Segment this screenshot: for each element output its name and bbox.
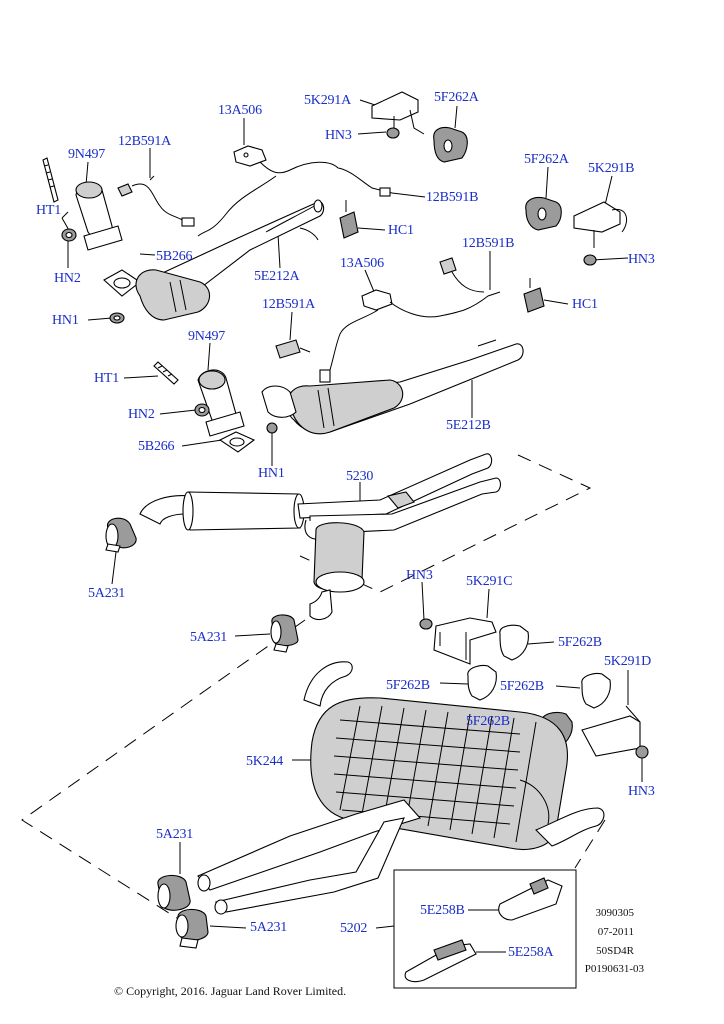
nut-hn3-top (386, 127, 400, 139)
stud-ht1-top (42, 157, 59, 203)
label-5f262b-c[interactable]: 5F262B (500, 679, 544, 694)
isolator-5f262b-a (499, 624, 529, 661)
tip-5e258b (498, 877, 563, 921)
label-hn3-top[interactable]: HN3 (325, 128, 352, 143)
label-5a231-b[interactable]: 5A231 (190, 630, 228, 645)
label-hn3-right[interactable]: HN3 (628, 252, 655, 267)
clamp-5a231-c (157, 874, 191, 911)
downpipe-9n497-top (75, 181, 123, 251)
assembly-outline-rear (21, 619, 606, 921)
nut-hn3-low (419, 618, 433, 630)
label-5a231-a[interactable]: 5A231 (88, 586, 126, 601)
isolator-5f262a-top (433, 126, 468, 163)
label-13a506-top[interactable]: 13A506 (218, 103, 262, 118)
sensor-12b591a-mid (275, 339, 331, 383)
label-5230[interactable]: 5230 (346, 469, 374, 484)
clamp-5a231-b (270, 614, 299, 653)
bracket-5k291c (433, 617, 497, 665)
tail-pipes (197, 799, 605, 915)
isolator-5f262b-b (467, 664, 497, 701)
label-9n497-mid[interactable]: 9N497 (188, 329, 226, 344)
label-5a231-c[interactable]: 5A231 (156, 827, 194, 842)
ref-number-2: 07-2011 (597, 926, 634, 938)
nut-hn1-top (109, 312, 125, 324)
bracket-5k291d (581, 705, 641, 757)
label-5k291b[interactable]: 5K291B (588, 161, 635, 176)
sensor-12b591b-mid (439, 257, 485, 293)
catalyst-pipe-5e212b (261, 339, 524, 435)
bracket-5k291b (573, 201, 628, 248)
label-5k291a-top[interactable]: 5K291A (304, 93, 352, 108)
label-ht1-top[interactable]: HT1 (36, 203, 62, 218)
label-hn1-mid[interactable]: HN1 (258, 466, 285, 481)
gasket-5b266-mid (218, 431, 256, 453)
label-5f262b-b[interactable]: 5F262B (386, 678, 430, 693)
label-12b591a-top[interactable]: 12B591A (118, 134, 172, 149)
label-9n497-top[interactable]: 9N497 (68, 147, 106, 162)
label-12b591a-mid[interactable]: 12B591A (262, 297, 316, 312)
gasket-5b266-top (103, 269, 141, 297)
label-5f262b-a[interactable]: 5F262B (558, 635, 602, 650)
bracket-13a506-top (197, 145, 393, 237)
label-5202[interactable]: 5202 (340, 921, 368, 936)
nut-hn1-mid (266, 422, 278, 434)
label-ht1-mid[interactable]: HT1 (94, 371, 120, 386)
label-hc1-top[interactable]: HC1 (388, 223, 414, 238)
label-5e258a[interactable]: 5E258A (508, 945, 554, 960)
label-5a231-d[interactable]: 5A231 (250, 920, 288, 935)
label-hn2-top[interactable]: HN2 (54, 271, 81, 286)
label-5b266-top[interactable]: 5B266 (156, 249, 193, 264)
ref-number-4: P0190631-03 (584, 963, 644, 975)
clip-hc1-top (339, 200, 359, 239)
bracket-13a506-mid (329, 289, 501, 371)
label-5e212b[interactable]: 5E212B (446, 418, 491, 433)
sensor-12b591a-top (117, 175, 195, 227)
label-5k291d[interactable]: 5K291D (604, 654, 652, 669)
clamp-5a231-a (105, 517, 137, 553)
label-13a506-mid[interactable]: 13A506 (340, 256, 384, 271)
label-5f262b-d[interactable]: 5F262B (466, 714, 510, 729)
stud-ht1-mid (153, 361, 179, 385)
nut-hn3-bottom (635, 745, 649, 759)
label-5k244[interactable]: 5K244 (246, 754, 284, 769)
nut-hn2-top (61, 228, 77, 242)
clamp-5a231-d (175, 908, 209, 949)
isolator-5f262b-c (581, 672, 611, 709)
label-12b591b-top[interactable]: 12B591B (426, 190, 479, 205)
ref-number-3: 50SD4R (596, 945, 634, 957)
copyright-notice: © Copyright, 2016. Jaguar Land Rover Lim… (114, 984, 347, 998)
downpipe-9n497-mid (197, 369, 245, 437)
label-hn3-low[interactable]: HN3 (406, 568, 433, 583)
box-5202 (393, 869, 577, 989)
label-hn1-top[interactable]: HN1 (52, 313, 79, 328)
nut-hn3-right (583, 254, 597, 266)
label-hn3-bottom[interactable]: HN3 (628, 784, 655, 799)
label-5e258b[interactable]: 5E258B (420, 903, 465, 918)
ref-number-1: 3090305 (595, 907, 635, 919)
label-hn2-mid[interactable]: HN2 (128, 407, 155, 422)
clip-hc1-mid (523, 278, 545, 313)
label-5k291c[interactable]: 5K291C (466, 574, 513, 589)
bracket-5k291a (371, 91, 425, 135)
label-5b266-mid[interactable]: 5B266 (138, 439, 175, 454)
label-12b591b-mid[interactable]: 12B591B (462, 236, 515, 251)
intermediate-pipe-5230 (139, 453, 502, 621)
isolator-5f262a-right (525, 196, 562, 231)
catalyst-pipe-5e212a (135, 199, 325, 321)
tip-5e258a (404, 939, 477, 983)
label-5f262a-right[interactable]: 5F262A (524, 152, 569, 167)
label-5e212a[interactable]: 5E212A (254, 269, 300, 284)
label-5f262a-top[interactable]: 5F262A (434, 90, 479, 105)
nut-hn2-mid (194, 403, 210, 417)
label-hc1-mid[interactable]: HC1 (572, 297, 598, 312)
